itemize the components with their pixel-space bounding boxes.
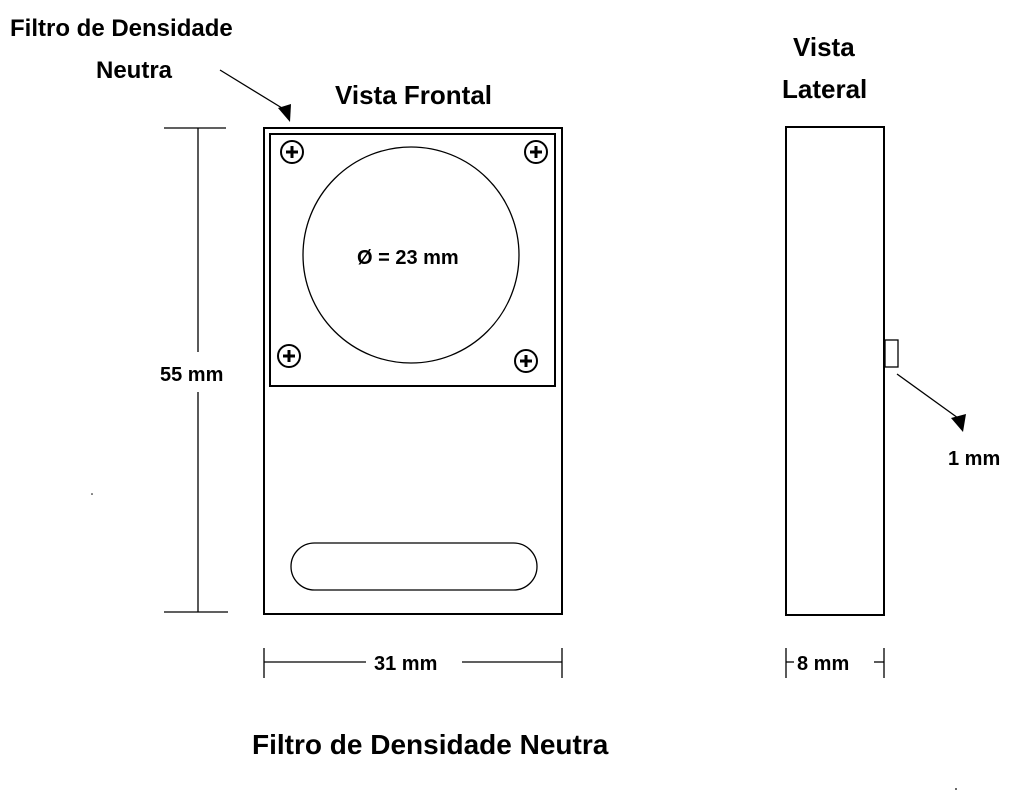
protrusion-arrowhead-icon	[951, 414, 966, 432]
figure-caption: Filtro de Densidade Neutra	[252, 729, 609, 760]
filter-callout-line2: Neutra	[96, 57, 173, 84]
protrusion-leader	[896, 373, 959, 419]
filter-callout: Filtro de Densidade Neutra	[10, 15, 291, 122]
side-view-title-line2: Lateral	[782, 74, 867, 104]
protrusion-label: 1 mm	[948, 448, 1000, 470]
filter-callout-leader	[219, 69, 283, 109]
front-view-title: Vista Frontal	[335, 80, 492, 110]
height-label: 55 mm	[160, 364, 223, 386]
front-view-outline	[263, 127, 563, 615]
front-view: Ø = 23 mm	[263, 127, 563, 615]
filter-callout-line1: Filtro de Densidade	[10, 15, 233, 42]
filter-plate	[269, 133, 556, 387]
filter-aperture	[302, 146, 520, 364]
diameter-label: Ø = 23 mm	[357, 247, 459, 269]
screw-bottom-left-icon	[277, 344, 301, 368]
screw-top-right-icon	[524, 140, 548, 164]
depth-label: 8 mm	[797, 653, 849, 675]
depth-dimension: 8 mm	[785, 648, 885, 678]
width-dimension: 31 mm	[263, 648, 563, 678]
side-view-outline	[785, 126, 885, 616]
height-dimension: 55 mm	[160, 127, 228, 613]
slot-handle	[290, 542, 538, 591]
screw-top-left-icon	[280, 140, 304, 164]
screw-bottom-right-icon	[514, 349, 538, 373]
speck-left	[91, 493, 93, 495]
speck-right	[955, 788, 957, 790]
filter-protrusion	[884, 339, 899, 368]
filter-callout-arrowhead-icon	[278, 104, 291, 122]
side-view-title-line1: Vista	[793, 32, 855, 62]
width-label: 31 mm	[374, 653, 437, 675]
side-view: 1 mm	[785, 126, 1000, 616]
